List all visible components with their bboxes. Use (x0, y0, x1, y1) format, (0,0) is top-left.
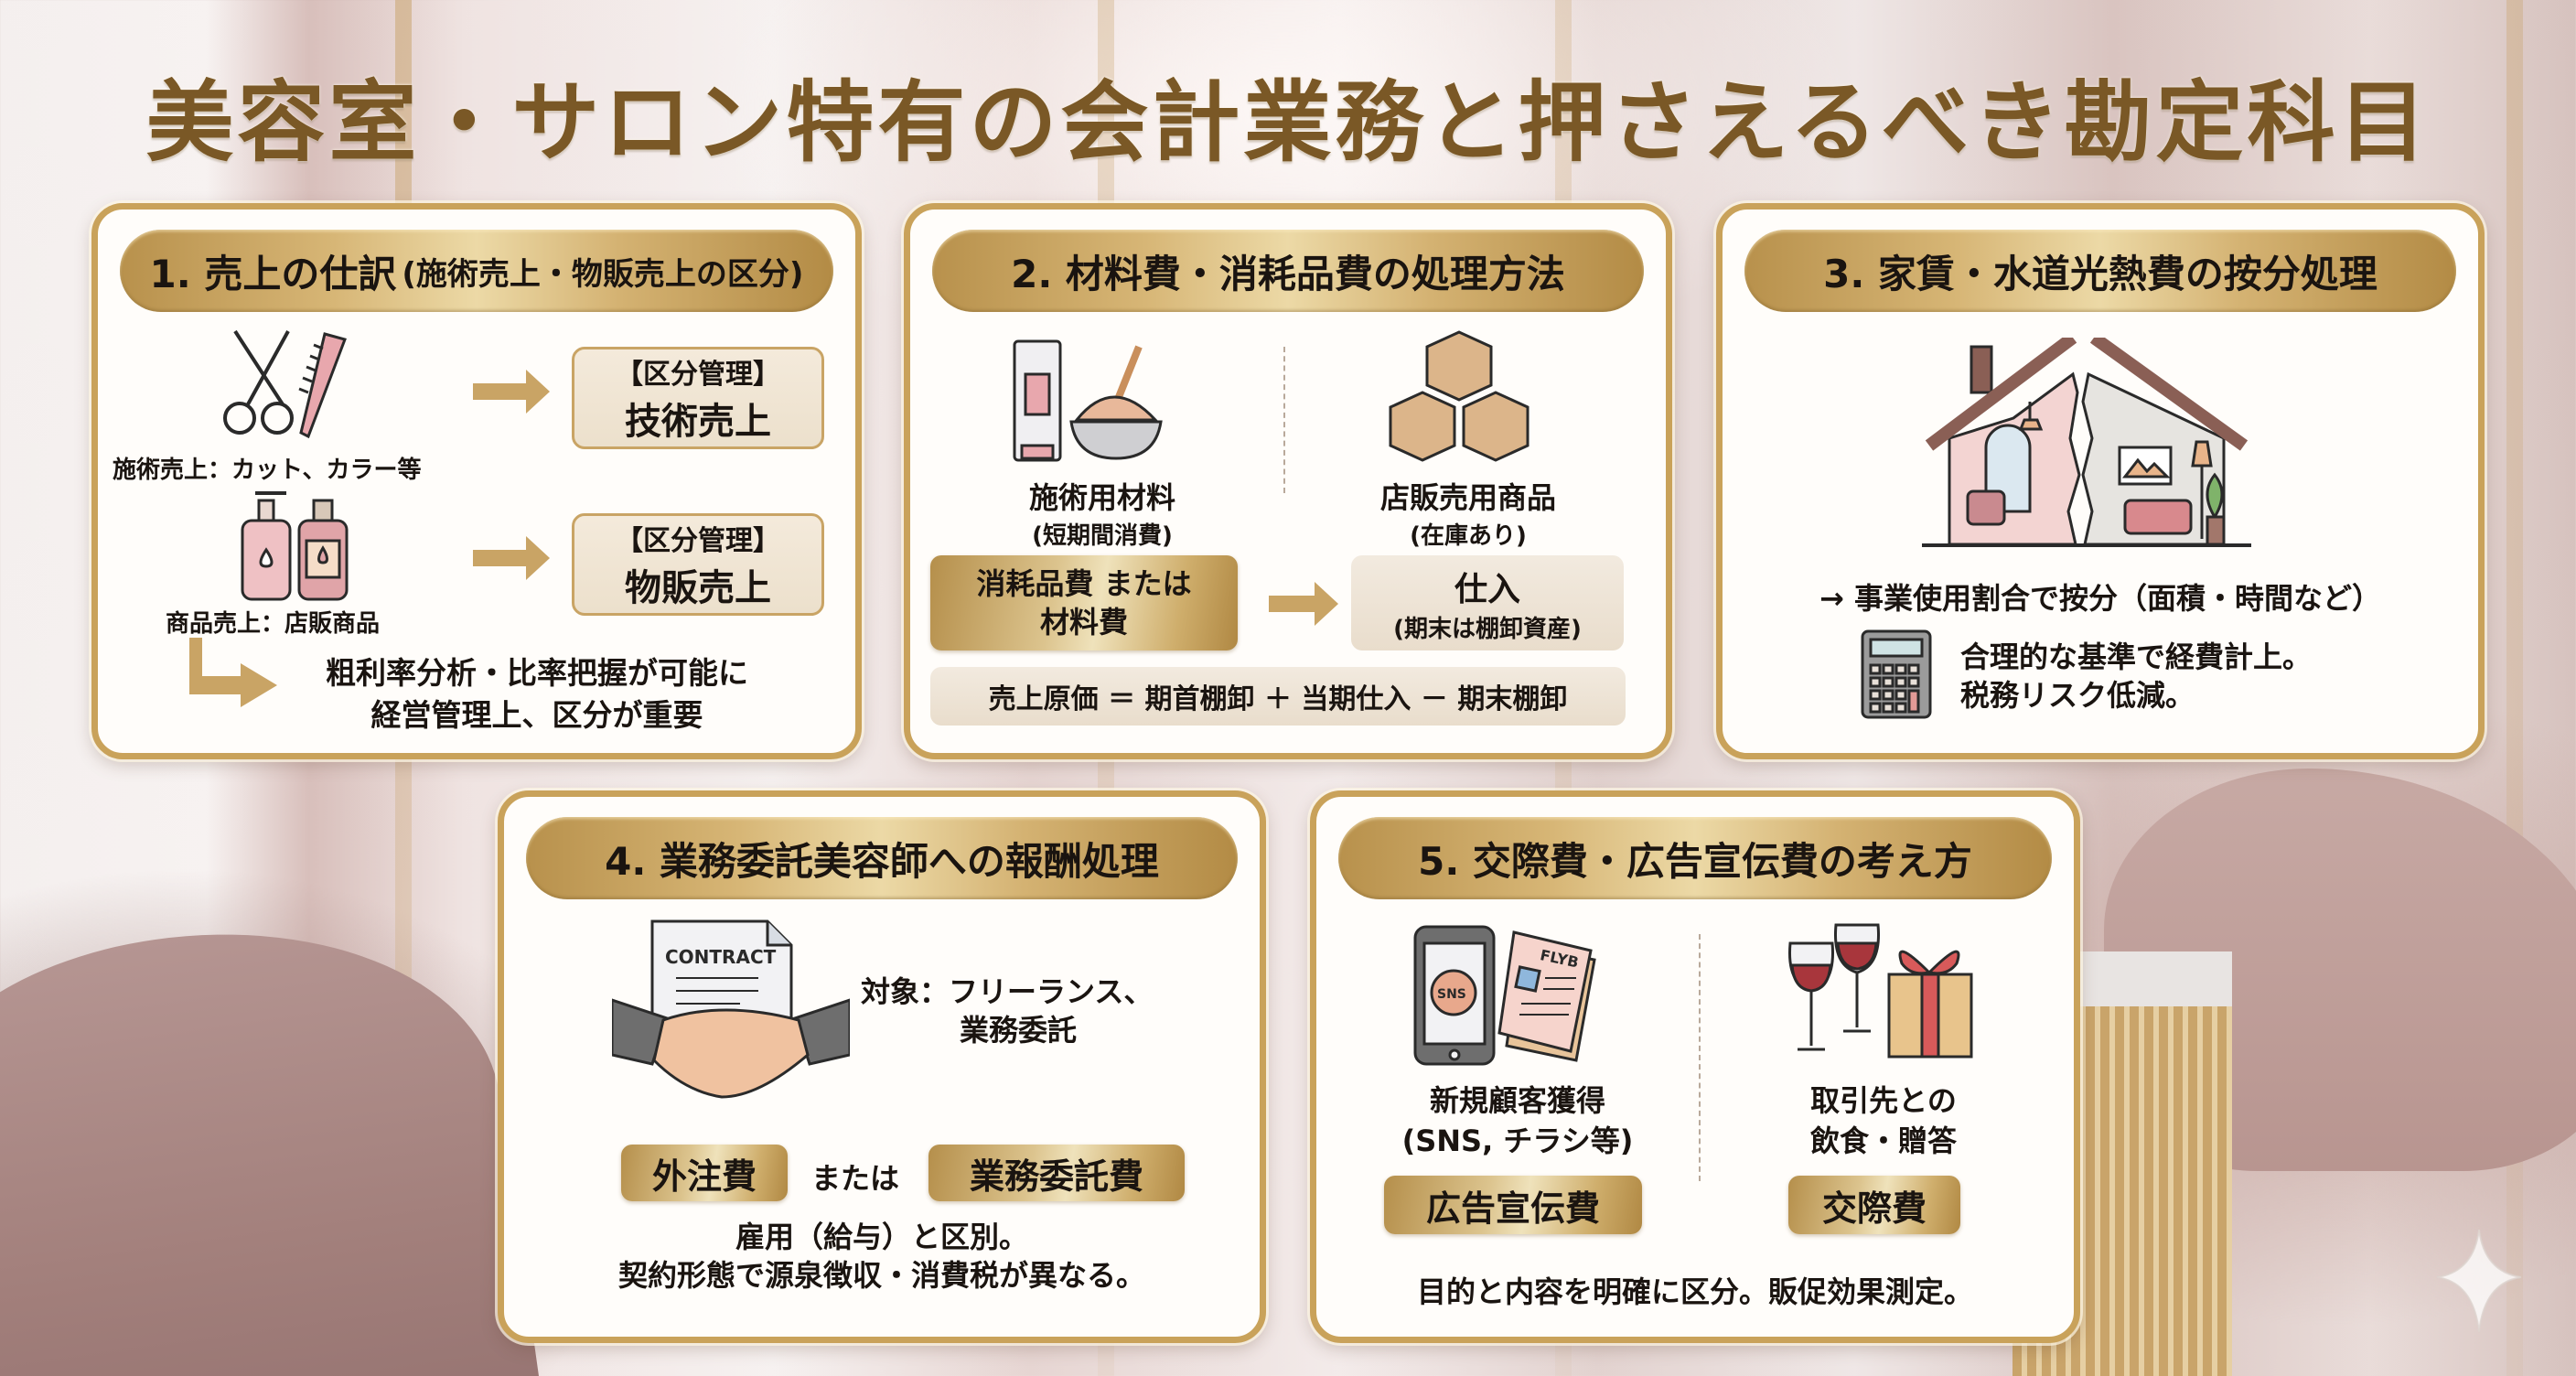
split-house-icon (1922, 338, 2251, 547)
category-box-label: 【区分管理】 (616, 525, 780, 557)
contractor-note: 雇用（給与）と区別。 契約形態で源泉徴収・消費税が異なる。 (504, 1218, 1260, 1295)
panel-contractor-fees: 4. 業務委託美容師への報酬処理 CONTRACT 対象：フリーランス、 業務委… (498, 790, 1266, 1343)
panel-materials-supplies: 2. 材料費・消耗品費の処理方法 施術用材料 (短期間消費) 店販売用商品 (在… (904, 203, 1672, 759)
arrow-icon (473, 536, 550, 580)
category-box-technical-sales: 【区分管理】 技術売上 (572, 347, 824, 449)
conclusion-line: 経営管理上、区分が重要 (370, 697, 703, 733)
panel-header: 3. 家賃・水道光熱費の按分処理 (1744, 230, 2456, 312)
allocation-text: → 事業使用割合で按分（面積・時間など） (1819, 581, 2381, 616)
product-sales-caption: 商品売上：店販商品 (166, 610, 381, 638)
panel-header: 4. 業務委託美容師への報酬処理 (526, 817, 1238, 899)
material-label: 施術用材料 (短期間消費) (974, 475, 1230, 551)
account-line: 消耗品費 または (976, 566, 1192, 601)
arrow-icon (473, 370, 550, 414)
calculator-icon (1861, 629, 1932, 719)
retail-goods-label: 店販売用商品 (在庫あり) (1340, 475, 1596, 551)
entertainment-label: 取引先との 飲食・贈答 (1783, 1080, 1984, 1161)
allocation-note: 合理的な基準で経費計上。 税務リスク低減。 (1960, 638, 2312, 715)
category-box-value: 物販売上 (625, 567, 771, 609)
category-box-retail-sales: 【区分管理】 物販売上 (572, 513, 824, 616)
note-line: 契約形態で源泉徴収・消費税が異なる。 (617, 1258, 1145, 1293)
sparkle-icon (2436, 1229, 2522, 1333)
note-line: 税務リスク低減。 (1960, 678, 2195, 713)
panel-header: 5. 交際費・広告宣伝費の考え方 (1338, 817, 2052, 899)
panel-header: 2. 材料費・消耗品費の処理方法 (932, 230, 1644, 312)
target-text: 対象：フリーランス、 業務委託 (861, 973, 1153, 1049)
entertainment-title: 取引先との (1810, 1083, 1957, 1118)
or-text: または (811, 1161, 900, 1196)
advertising-account-badge: 広告宣伝費 (1384, 1176, 1642, 1234)
category-box-label: 【区分管理】 (616, 359, 780, 391)
svg-text:SNS: SNS (1437, 987, 1466, 1002)
wine-gift-icon (1787, 923, 1973, 1059)
divider (1699, 934, 1701, 1181)
account-subtitle: (期末は棚卸資産) (1393, 615, 1582, 643)
elbow-arrow-icon (189, 638, 277, 707)
background-decoration (2506, 0, 2523, 1376)
advertising-note: 目的と内容を明確に区分。販促効果測定。 (1416, 1274, 1973, 1309)
panel-header-title: 4. 業務委託美容師への報酬処理 (605, 838, 1159, 884)
scissors-comb-icon (223, 329, 347, 439)
note-line: 合理的な基準で経費計上。 (1960, 640, 2313, 674)
panel-entertainment-advertising: 5. 交際費・広告宣伝費の考え方 SNS FLYB (1310, 790, 2080, 1343)
tube-bowl-icon (1013, 339, 1163, 462)
boxes-icon (1389, 330, 1530, 462)
panel-header-title: 1. 売上の仕訳 (149, 251, 397, 296)
arrow-icon (1269, 582, 1338, 626)
panel-header: 1. 売上の仕訳 (施術売上・物販売上の区分) (120, 230, 833, 312)
shampoo-bottles-icon (241, 491, 349, 601)
service-sales-caption: 施術売上：カット、カラー等 (113, 457, 422, 484)
panel-header-title: 5. 交際費・広告宣伝費の考え方 (1418, 838, 1972, 884)
cost-of-sales-formula: 売上原価 ＝ 期首棚卸 ＋ 当期仕入 － 期末棚卸 (930, 667, 1626, 726)
account-label: 広告宣伝費 (1425, 1188, 1600, 1229)
purchase-account-box: 仕入 (期末は棚卸資産) (1351, 555, 1624, 650)
account-label: 交際費 (1821, 1188, 1927, 1229)
panel-header-title: 3. 家賃・水道光熱費の按分処理 (1823, 251, 2377, 296)
panel-rent-utilities: 3. 家賃・水道光熱費の按分処理 → 事業使用割合で按分（面積・時間など） (1716, 203, 2485, 759)
formula-text: 売上原価 ＝ 期首棚卸 ＋ 当期仕入 － 期末棚卸 (988, 683, 1568, 715)
contract-fee-account-badge: 業務委託費 (928, 1145, 1185, 1201)
advertising-label: 新規顧客獲得 (SNS, チラシ等) (1380, 1080, 1655, 1161)
account-label: 外注費 (651, 1156, 757, 1197)
entertainment-subtitle: 飲食・贈答 (1809, 1123, 1957, 1158)
outsourcing-account-badge: 外注費 (621, 1145, 788, 1201)
panel-header-title: 2. 材料費・消耗品費の処理方法 (1011, 251, 1565, 296)
page-title: 美容室・サロン特有の会計業務と押さえるべき勘定科目 (145, 70, 2431, 174)
conclusion-line: 粗利率分析・比率把握が可能に (326, 655, 748, 691)
category-box-value: 技術売上 (625, 401, 771, 443)
retail-goods-subtitle: (在庫あり) (1410, 522, 1527, 550)
contract-handshake-icon: CONTRACT (612, 919, 850, 1099)
account-line: 材料費 (1039, 605, 1128, 640)
divider (1283, 347, 1285, 493)
advertising-title: 新規顧客獲得 (1429, 1083, 1605, 1118)
phone-flyer-icon: SNS FLYB (1413, 925, 1596, 1066)
target-line: 業務委託 (960, 1013, 1078, 1048)
supplies-account-box: 消耗品費 または 材料費 (930, 555, 1238, 650)
account-value: 仕入 (1454, 570, 1520, 608)
panel-sales-journal: 1. 売上の仕訳 (施術売上・物販売上の区分) 施術売上：カット、カラー等 【区… (91, 203, 862, 759)
advertising-subtitle: (SNS, チラシ等) (1401, 1123, 1634, 1158)
entertainment-account-badge: 交際費 (1788, 1176, 1960, 1234)
note-line: 雇用（給与）と区別。 (735, 1220, 1028, 1254)
account-label: 業務委託費 (969, 1156, 1143, 1197)
panel-header-subtitle: (施術売上・物販売上の区分) (402, 255, 804, 293)
conclusion-text: 粗利率分析・比率把握が可能に 経営管理上、区分が重要 (290, 652, 784, 736)
material-subtitle: (短期間消費) (1032, 522, 1173, 550)
retail-goods-title: 店販売用商品 (1379, 480, 1556, 515)
background-chair (0, 895, 548, 1376)
svg-text:CONTRACT: CONTRACT (665, 946, 777, 968)
material-title: 施術用材料 (1028, 480, 1175, 515)
target-line: 対象：フリーランス、 (861, 974, 1154, 1009)
